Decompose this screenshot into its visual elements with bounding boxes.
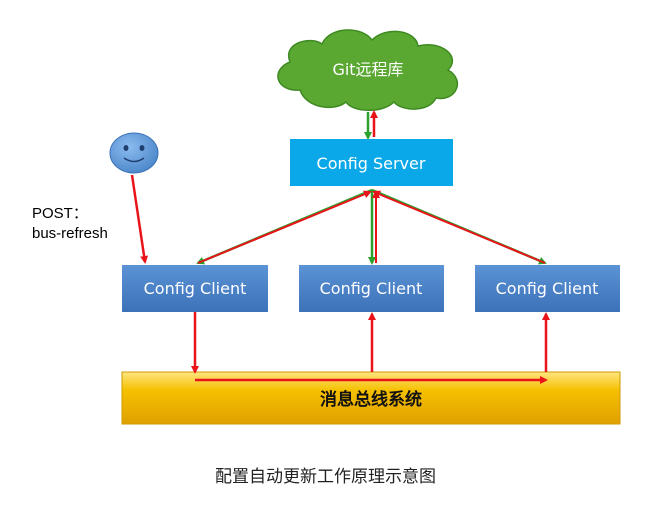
config-server-label: Config Server	[317, 154, 426, 173]
config-client-label: Config Client	[320, 279, 423, 298]
config-server-node: Config Server	[290, 139, 453, 186]
post-request-arrow	[130, 174, 149, 264]
config-client-1: Config Client	[122, 265, 268, 312]
smiley-face-icon	[109, 132, 159, 174]
git-repo-cloud: Git远程库	[277, 29, 459, 111]
post-method-text: POST：	[32, 205, 88, 222]
message-bus-label: 消息总线系统	[320, 389, 422, 410]
config-client-label: Config Client	[496, 279, 599, 298]
post-request-label: POST： bus-refresh	[32, 204, 108, 244]
client-to-server-arrows	[197, 190, 546, 264]
cloud-icon	[277, 29, 459, 111]
git-repo-label: Git远程库	[332, 60, 403, 79]
figure-caption: 配置自动更新工作原理示意图	[215, 467, 436, 487]
config-client-2: Config Client	[299, 265, 444, 312]
server-to-client-arrows	[196, 188, 547, 265]
config-client-3: Config Client	[475, 265, 620, 312]
repo-server-arrows	[364, 110, 378, 140]
config-client-label: Config Client	[144, 279, 247, 298]
post-endpoint-text: bus-refresh	[32, 225, 108, 242]
